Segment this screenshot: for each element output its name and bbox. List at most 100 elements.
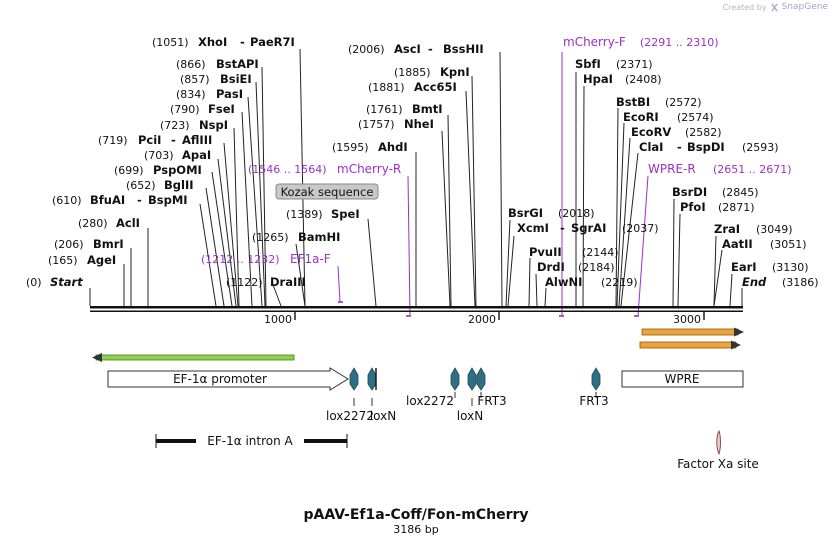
site-nspi[interactable]: (723) NspI xyxy=(160,118,228,132)
svg-text:BssHII: BssHII xyxy=(443,42,484,56)
svg-text:AatII: AatII xyxy=(722,237,753,251)
site-bglii[interactable]: (652) BglII xyxy=(126,178,194,192)
site-bsiei[interactable]: (857) BsiEI xyxy=(180,72,252,86)
site-ahdi[interactable]: (1595) AhdI xyxy=(332,140,408,154)
svg-text:BmrI: BmrI xyxy=(93,237,124,251)
site-spei[interactable]: (1389) SpeI xyxy=(286,207,360,221)
site-alwni[interactable]: AlwNI (2219) xyxy=(545,275,638,289)
site-bmti[interactable]: (1761) BmtI xyxy=(366,102,443,116)
primer-mcherry-f[interactable]: mCherry-F (2291 .. 2310) xyxy=(563,35,719,49)
feature-loxn-a[interactable]: loxN xyxy=(367,367,396,423)
svg-text:(2651 .. 2671): (2651 .. 2671) xyxy=(713,163,792,176)
site-nhei[interactable]: (1757) NheI xyxy=(358,117,434,131)
plasmid-length: 3186 bp xyxy=(393,523,438,536)
feature-ef1a-intron-a[interactable]: EF-1α intron A xyxy=(155,434,348,448)
site-kpni[interactable]: (1885) KpnI xyxy=(394,65,470,79)
site-bamhi[interactable]: (1265) BamHI xyxy=(252,230,340,244)
svg-text:(2845): (2845) xyxy=(722,186,759,199)
svg-text:Kozak sequence: Kozak sequence xyxy=(281,185,374,199)
svg-text:(0): (0) xyxy=(26,276,42,289)
site-aatii[interactable]: AatII (3051) xyxy=(722,237,807,251)
svg-text:(2006): (2006) xyxy=(348,43,385,56)
feature-lox2272-b[interactable]: lox2272 xyxy=(406,367,460,408)
svg-text:(2184): (2184) xyxy=(578,261,615,274)
site-sbfi[interactable]: SbfI (2371) xyxy=(575,57,653,71)
site-apai[interactable]: (703) ApaI xyxy=(144,148,211,162)
feature-lox2272-a[interactable]: lox2272 xyxy=(326,367,374,423)
feature-kozak[interactable]: Kozak sequence xyxy=(275,183,379,200)
feature-wpre[interactable]: WPRE xyxy=(621,370,744,388)
svg-text:AflIII: AflIII xyxy=(182,133,212,147)
site-pcii[interactable]: (719) PciI - AflIII xyxy=(98,133,212,147)
kozak-box xyxy=(275,183,379,200)
svg-text:-: - xyxy=(560,221,565,235)
svg-text:(2582): (2582) xyxy=(685,126,722,139)
feature-frt3-a[interactable]: FRT3 xyxy=(476,367,507,408)
feature-factor-xa[interactable]: Factor Xa site xyxy=(677,430,759,471)
site-ecorv[interactable]: EcoRV (2582) xyxy=(631,125,722,139)
site-xcmi[interactable]: XcmI - SgrAI (2037) xyxy=(517,221,659,235)
site-pasi[interactable]: (834) PasI xyxy=(176,87,243,101)
site-start[interactable]: (0) Start xyxy=(26,275,83,289)
site-bsrgi[interactable]: BsrGI (2018) xyxy=(508,206,595,220)
svg-text:NspI: NspI xyxy=(199,118,228,132)
svg-text:(206): (206) xyxy=(54,238,84,251)
orf-orange-forward-1[interactable] xyxy=(641,327,744,337)
primer-ef1a-f[interactable]: (1212 .. 1232) EF1a-F xyxy=(201,252,331,266)
primer-mcherry-r[interactable]: (1546 .. 1564) mCherry-R xyxy=(248,162,401,176)
primer-wpre-r[interactable]: WPRE-R (2651 .. 2671) xyxy=(648,162,792,176)
intron-bar-right xyxy=(304,439,347,443)
svg-text:(1212 .. 1232): (1212 .. 1232) xyxy=(201,253,280,266)
site-draiii[interactable]: (1122) DraIII xyxy=(226,275,306,289)
site-eari[interactable]: EarI (3130) xyxy=(731,260,809,274)
site-bstbi[interactable]: BstBI (2572) xyxy=(616,95,702,109)
svg-text:AgeI: AgeI xyxy=(87,253,116,267)
svg-text:(1757): (1757) xyxy=(358,118,395,131)
site-pvuii[interactable]: PvuII (2144) xyxy=(529,245,619,259)
svg-text:DraIII: DraIII xyxy=(270,275,306,289)
site-drdi[interactable]: DrdI (2184) xyxy=(537,260,615,274)
site-fsei[interactable]: (790) FseI xyxy=(170,102,235,116)
site-pspomi[interactable]: (699) PspOMI xyxy=(114,163,202,177)
site-xhoi[interactable]: (1051) XhoI - PaeR7I xyxy=(152,35,295,49)
site-ecori[interactable]: EcoRI (2574) xyxy=(623,110,714,124)
orf-green-reverse[interactable] xyxy=(92,353,295,362)
svg-text:DrdI: DrdI xyxy=(537,260,565,274)
site-bsrdi[interactable]: BsrDI (2845) xyxy=(672,185,759,199)
svg-text:ApaI: ApaI xyxy=(182,148,211,162)
svg-text:(1885): (1885) xyxy=(394,66,431,79)
site-bmri[interactable]: (206) BmrI xyxy=(54,237,124,251)
backbone xyxy=(90,306,743,312)
svg-text:EcoRV: EcoRV xyxy=(631,125,671,139)
created-by-text: Created by xyxy=(722,2,767,12)
site-bfuai[interactable]: (610) BfuAI - BspMI xyxy=(52,193,188,207)
site-end[interactable]: End (3186) xyxy=(742,275,819,289)
site-zrai[interactable]: ZraI (3049) xyxy=(714,222,793,236)
svg-text:(1881): (1881) xyxy=(368,81,405,94)
site-acli[interactable]: (280) AclI xyxy=(78,216,140,230)
site-clai[interactable]: ClaI - BspDI (2593) xyxy=(639,140,779,154)
svg-text:AclI: AclI xyxy=(116,216,140,230)
ruler-label-1000: 1000 xyxy=(264,313,292,326)
site-acc65i[interactable]: (1881) Acc65I xyxy=(368,80,457,94)
orf-orange-forward-2[interactable] xyxy=(639,340,741,350)
svg-text:BspMI: BspMI xyxy=(148,193,188,207)
site-asci[interactable]: (2006) AscI - BssHII xyxy=(348,42,484,56)
site-agei[interactable]: (165) AgeI xyxy=(48,253,116,267)
svg-text:BfuAI: BfuAI xyxy=(90,193,125,207)
svg-text:AlwNI: AlwNI xyxy=(545,275,582,289)
site-pfoi[interactable]: PfoI (2871) xyxy=(680,200,755,214)
feature-ef1a-promoter[interactable]: EF-1α promoter xyxy=(107,367,349,391)
svg-text:ZraI: ZraI xyxy=(714,222,740,236)
orf-green-arrowhead xyxy=(92,353,102,362)
site-bstapi[interactable]: (866) BstAPI xyxy=(176,57,259,71)
feature-frt3-b[interactable]: FRT3 xyxy=(579,367,609,408)
orf-green-bar xyxy=(95,354,295,361)
svg-text:lox2272: lox2272 xyxy=(326,409,374,423)
promoter-arrow xyxy=(107,367,349,391)
feature-loxn-b[interactable]: loxN xyxy=(457,367,483,423)
site-hpai[interactable]: HpaI (2408) xyxy=(583,72,662,86)
svg-text:AscI: AscI xyxy=(394,42,421,56)
svg-text:(1389): (1389) xyxy=(286,208,323,221)
